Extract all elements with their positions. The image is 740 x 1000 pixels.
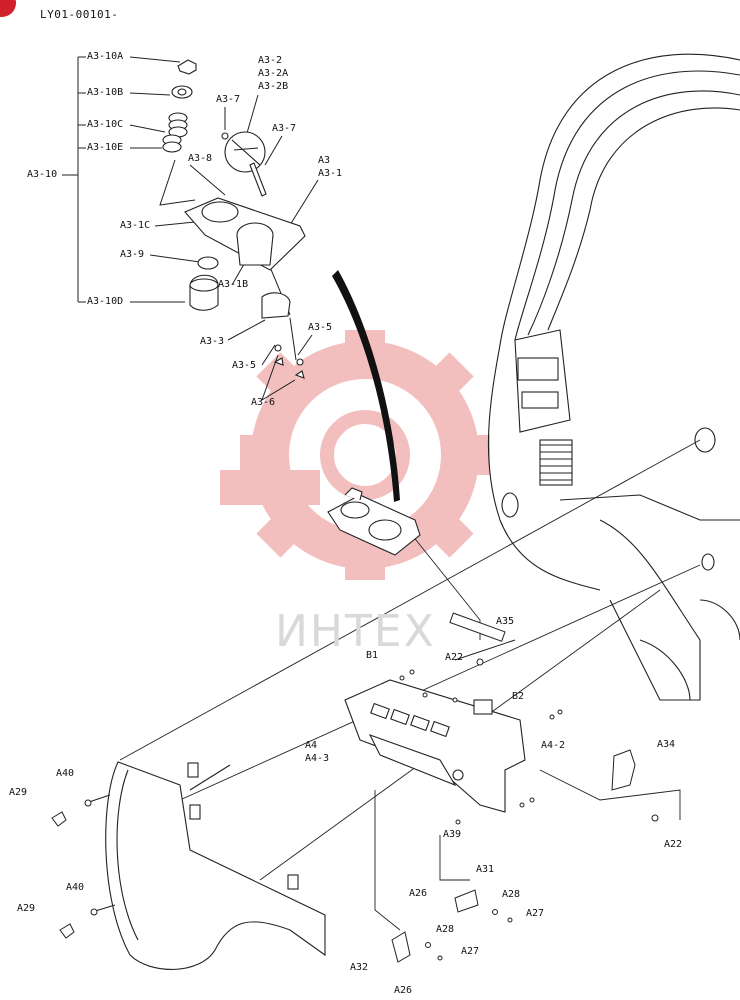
callout-a31: A31 xyxy=(476,864,495,875)
upper-parts xyxy=(162,59,306,379)
corner-badge xyxy=(0,0,16,17)
callout-a3-1: A3-1 xyxy=(318,168,343,179)
callout-a26-right: A26 xyxy=(409,888,428,899)
callout-a3-6: A3-6 xyxy=(251,397,276,408)
callout-a3-5-left: A3-5 xyxy=(232,360,257,371)
callout-a35: A35 xyxy=(496,616,515,627)
callout-a34: A34 xyxy=(657,739,676,750)
callout-a22-right: A22 xyxy=(664,839,683,850)
callout-a3-1b: A3-1B xyxy=(218,279,249,290)
callout-a29-bottom: A29 xyxy=(17,903,36,914)
callout-a39: A39 xyxy=(443,829,462,840)
callout-a3-10b: A3-10B xyxy=(87,87,124,98)
callout-a26-bottom: A26 xyxy=(394,985,413,996)
center-cup-holder xyxy=(327,487,421,556)
callout-a3-10a: A3-10A xyxy=(87,51,124,62)
callout-a29-top: A29 xyxy=(9,787,28,798)
callout-a28-right: A28 xyxy=(502,889,521,900)
callout-a4-3: A4-3 xyxy=(305,753,330,764)
document-code: LY01-00101- xyxy=(40,8,119,21)
callout-a3-7-right: A3-7 xyxy=(272,123,297,134)
callout-a3-2: A3-2 xyxy=(258,55,283,66)
callout-a3-10c: A3-10C xyxy=(87,119,124,130)
callout-b2: B2 xyxy=(512,691,525,702)
callout-a40-top: A40 xyxy=(56,768,75,779)
swoosh-arrow xyxy=(332,270,400,502)
callout-a3-8: A3-8 xyxy=(188,153,213,164)
lower-trim-panel xyxy=(105,761,326,970)
callout-a3-10: A3-10 xyxy=(27,169,58,180)
callout-a3-7-left: A3-7 xyxy=(216,94,241,105)
callout-a27-right: A27 xyxy=(526,908,545,919)
callout-a22-top: A22 xyxy=(445,652,464,663)
callout-a3-3: A3-3 xyxy=(200,336,225,347)
callout-a3-10e: A3-10E xyxy=(87,142,124,153)
callout-a28-bottom: A28 xyxy=(436,924,455,935)
watermark-gear-icon xyxy=(220,330,490,580)
callout-a3-1c: A3-1C xyxy=(120,220,151,231)
callout-a4: A4 xyxy=(305,740,318,751)
callout-a3-9: A3-9 xyxy=(120,249,145,260)
callout-a3-2b: A3-2B xyxy=(258,81,289,92)
callout-a3-10d: A3-10D xyxy=(87,296,124,307)
callout-a4-2: A4-2 xyxy=(541,740,566,751)
callout-a27-bottom: A27 xyxy=(461,946,480,957)
callout-a40-bottom: A40 xyxy=(66,882,85,893)
watermark-text: ИНТЕХ xyxy=(275,606,436,657)
callout-a32: A32 xyxy=(350,962,369,973)
callout-a3: A3 xyxy=(318,155,331,166)
leader-lines xyxy=(62,56,319,401)
vehicle-body xyxy=(487,53,740,701)
fasteners xyxy=(51,612,659,963)
callout-b1: B1 xyxy=(366,650,379,661)
callout-a3-2a: A3-2A xyxy=(258,68,289,79)
callout-a3-5-right: A3-5 xyxy=(308,322,333,333)
alignment-lines xyxy=(119,439,701,931)
console-panel xyxy=(344,679,526,813)
